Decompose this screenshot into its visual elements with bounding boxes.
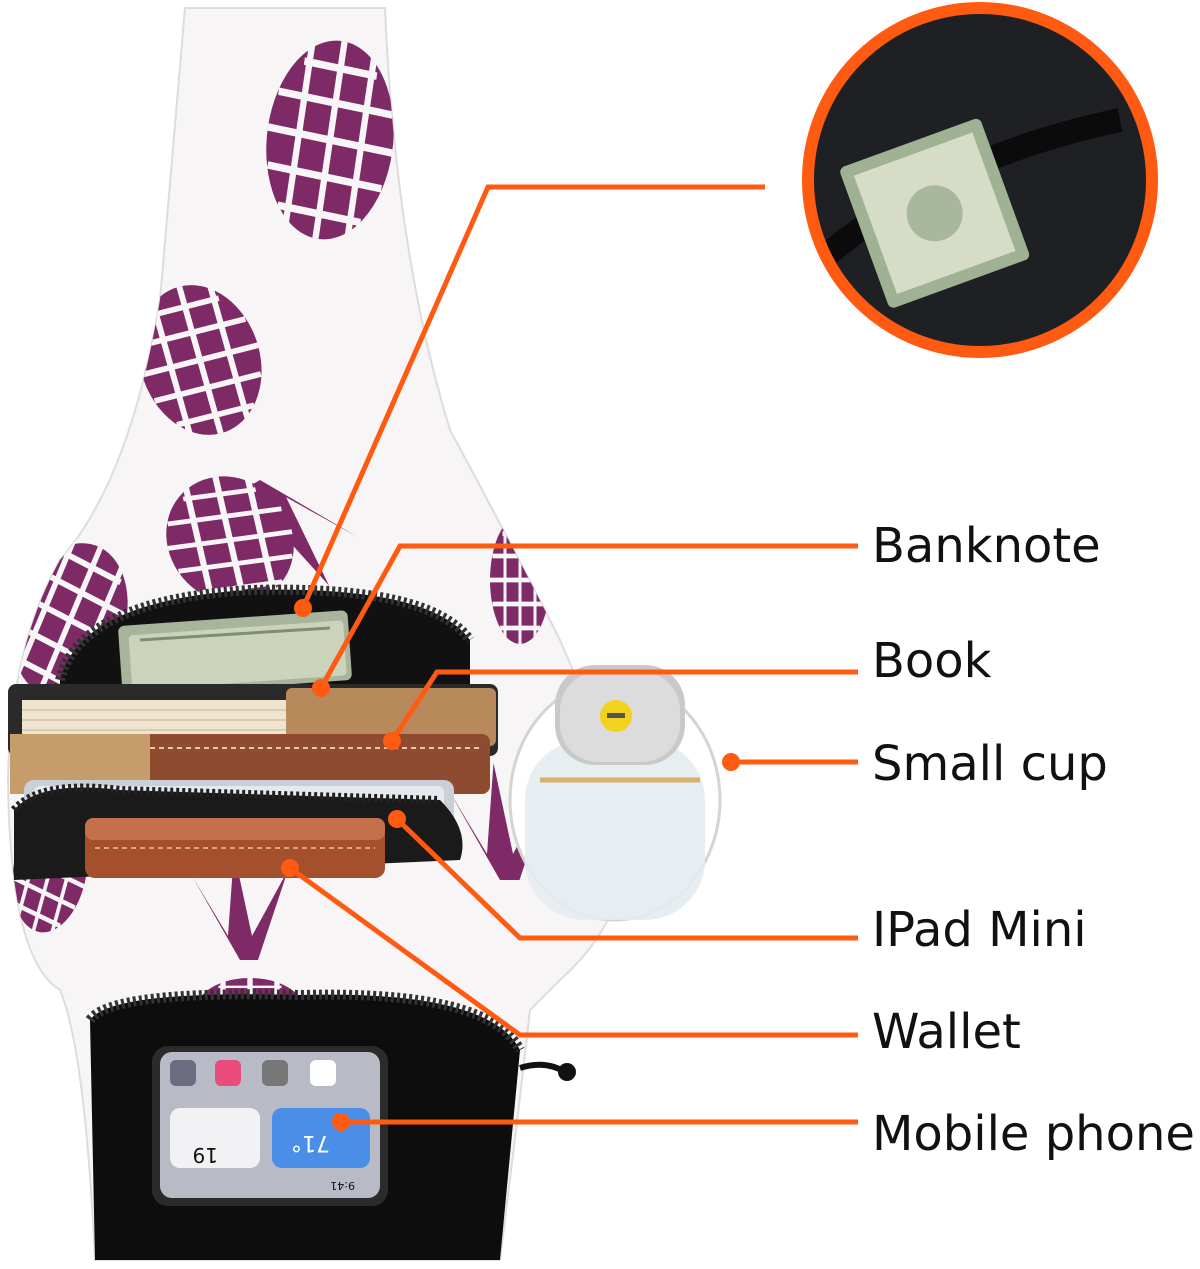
callout-dot-ipad bbox=[388, 810, 406, 828]
label-mobile-phone: Mobile phone bbox=[872, 1106, 1195, 1162]
front-pocket bbox=[10, 783, 463, 880]
callout-lines bbox=[288, 184, 858, 1125]
label-ipad-mini: IPad Mini bbox=[872, 902, 1087, 958]
label-wallet: Wallet bbox=[872, 1004, 1021, 1060]
callout-line-book bbox=[389, 669, 858, 743]
inner-pocket-closeup bbox=[802, 2, 1158, 358]
callout-line-banknote-closeup bbox=[300, 184, 765, 610]
phone-day: 19 bbox=[193, 1143, 218, 1167]
callout-line-banknote bbox=[318, 543, 858, 690]
callout-dots bbox=[281, 599, 740, 1131]
callout-line-wallet bbox=[288, 865, 858, 1038]
callout-dot-closeup bbox=[294, 599, 312, 617]
label-small-cup: Small cup bbox=[872, 736, 1108, 792]
callout-dot-wallet bbox=[281, 859, 299, 877]
callout-line-ipad bbox=[395, 817, 858, 941]
brown-organizer bbox=[10, 734, 490, 794]
banknote-stack bbox=[118, 610, 352, 696]
callout-dot-phone bbox=[332, 1113, 350, 1131]
label-banknote: Banknote bbox=[872, 518, 1101, 574]
callout-dot-book bbox=[383, 732, 401, 750]
mobile-phone: 19 71° 9:41 bbox=[152, 1046, 388, 1206]
callout-dot-banknote bbox=[312, 679, 330, 697]
phone-temp: 71° bbox=[291, 1130, 330, 1155]
callout-dot-small-cup bbox=[722, 753, 740, 771]
phone-time: 9:41 bbox=[330, 1179, 355, 1192]
label-book: Book bbox=[872, 633, 992, 689]
small-cup-bottle bbox=[508, 665, 722, 922]
